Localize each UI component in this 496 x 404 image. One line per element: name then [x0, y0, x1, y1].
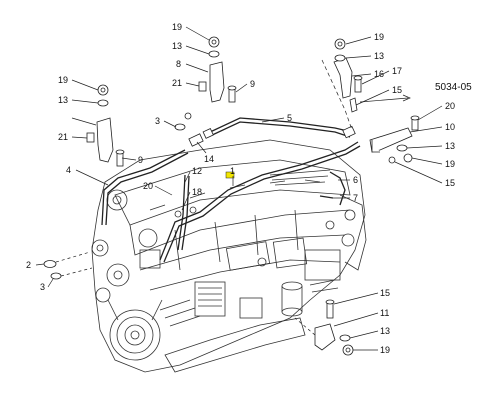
washer-3-left: [50, 272, 62, 280]
callout-6: 6: [353, 175, 358, 185]
washer-13-bottom: [339, 334, 351, 342]
callout-19-top: 19: [172, 22, 182, 32]
callout-15-bottom: 15: [380, 288, 390, 298]
callout-15-right: 15: [445, 178, 455, 188]
callout-13-bottom: 13: [380, 326, 390, 336]
pipe-12: [177, 174, 186, 251]
callout-21-left: 21: [58, 132, 68, 142]
callout-9-top: 9: [250, 79, 255, 89]
callout-20-right: 20: [445, 101, 455, 111]
fuel-pipe-assembly: [101, 117, 361, 263]
callout-12: 12: [192, 166, 202, 176]
leader-lines: [35, 26, 443, 351]
bracket-group-left: [86, 84, 125, 167]
callout-11: 11: [380, 308, 389, 318]
callout-18: 18: [192, 187, 202, 197]
pipe-4: [101, 149, 186, 226]
callout-7: 7: [353, 193, 358, 203]
washer-13-right: [334, 54, 346, 62]
washer-2: [184, 112, 192, 120]
pipe-1: [159, 141, 359, 261]
washer-3: [174, 123, 186, 131]
bracket-8: [209, 61, 225, 103]
callout-19-bottom: 19: [380, 345, 390, 355]
fitting-14: [188, 133, 204, 147]
callout-2-left: 2: [26, 260, 31, 270]
callout-14: 14: [204, 154, 214, 164]
bracket-left: [96, 117, 114, 163]
bolt-19-r2: [403, 153, 413, 163]
callout-5: 5: [287, 113, 292, 123]
bracket-group-right: [369, 115, 420, 164]
engine-block: [91, 139, 367, 373]
callout-4: 4: [66, 165, 71, 175]
callout-labels: 19 13 8 21 9 19 13 16 17 15 19 13 21 9 3…: [26, 22, 472, 355]
callout-15-top-right: 15: [392, 85, 402, 95]
washer-13-left: [97, 99, 109, 107]
nut-21: [198, 81, 207, 92]
callout-19-right: 19: [445, 159, 455, 169]
pipe-5: [207, 117, 353, 134]
callout-19-top-right: 19: [374, 32, 384, 42]
pipe-6: [329, 171, 346, 206]
callout-21-top: 21: [172, 78, 182, 88]
pipe-7: [319, 195, 334, 199]
callout-13-top: 13: [172, 41, 182, 51]
callout-9-left: 9: [138, 155, 143, 165]
callout-13-left: 13: [58, 95, 68, 105]
bracket-group-top-center: [198, 36, 237, 103]
diagram-reference-code: 5034-05: [435, 82, 472, 93]
washer-13: [208, 50, 220, 58]
callout-13-top-right: 13: [374, 51, 384, 61]
bracket-group-bottom: [314, 299, 354, 356]
washer-13-r2: [396, 144, 408, 152]
callout-1: 1: [230, 166, 235, 176]
callout-10: 10: [445, 122, 455, 132]
bracket-11: [314, 323, 336, 351]
callout-20-center: 20: [143, 181, 153, 191]
clamp-group-left: [43, 260, 62, 280]
highlight-marker: [225, 171, 235, 179]
clamp-group-upper: [174, 112, 192, 131]
callout-3-upper: 3: [155, 116, 160, 126]
callout-16: 16: [374, 69, 384, 79]
callout-13-right: 13: [445, 141, 455, 151]
callout-8-top: 8: [176, 59, 181, 69]
callout-19-left: 19: [58, 75, 68, 85]
callout-17: 17: [392, 66, 402, 76]
washer-2-left: [43, 260, 57, 268]
callout-3-left: 3: [40, 282, 45, 292]
nut-21-left: [86, 132, 95, 143]
